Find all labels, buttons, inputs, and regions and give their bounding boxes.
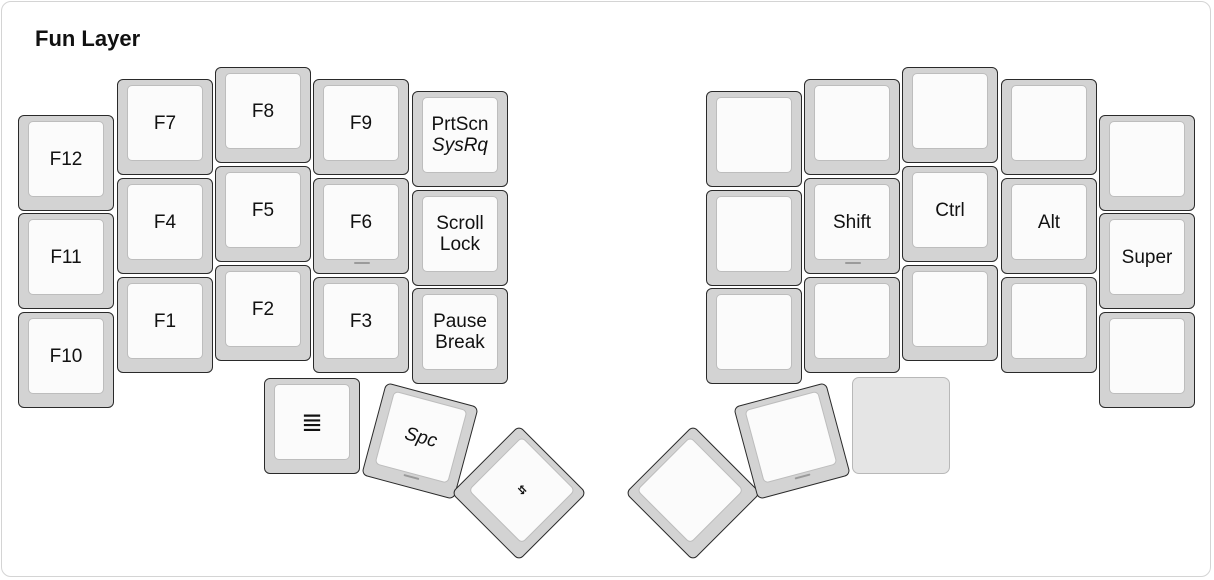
key-label-line1: Scroll bbox=[436, 213, 484, 234]
key-super[interactable]: Super bbox=[1099, 213, 1195, 309]
key-f9[interactable]: F9 bbox=[313, 79, 409, 175]
key-menu[interactable]: ≣ bbox=[264, 378, 360, 474]
key-f2[interactable]: F2 bbox=[215, 265, 311, 361]
key-right-thumb-transparent[interactable] bbox=[852, 377, 950, 474]
key-scroll-lock[interactable]: Scroll Lock bbox=[412, 190, 508, 286]
key-alt[interactable]: Alt bbox=[1001, 178, 1097, 274]
tab-icon: ⇆ bbox=[514, 482, 530, 498]
key-label: F3 bbox=[349, 310, 373, 332]
key-f3[interactable]: F3 bbox=[313, 277, 409, 373]
key-label-hold: SysRq bbox=[432, 135, 488, 156]
key-ctrl[interactable]: Ctrl bbox=[902, 166, 998, 262]
key-label: F1 bbox=[153, 310, 177, 332]
key-label: F6 bbox=[349, 211, 373, 233]
key-right-pinky-bottom[interactable] bbox=[1099, 312, 1195, 408]
key-right-inner-bottom[interactable] bbox=[706, 288, 802, 384]
key-label: F12 bbox=[49, 148, 83, 170]
key-pause-break[interactable]: Pause Break bbox=[412, 288, 508, 384]
key-f7[interactable]: F7 bbox=[117, 79, 213, 175]
key-f11[interactable]: F11 bbox=[18, 213, 114, 309]
key-label: F8 bbox=[251, 100, 275, 122]
key-label: Shift bbox=[832, 211, 872, 233]
key-label: F2 bbox=[251, 298, 275, 320]
home-row-marker bbox=[354, 262, 370, 264]
key-label: F5 bbox=[251, 199, 275, 221]
key-right-middle-top[interactable] bbox=[902, 67, 998, 163]
key-label: Super bbox=[1121, 246, 1173, 268]
key-f5[interactable]: F5 bbox=[215, 166, 311, 262]
key-right-index-top[interactable] bbox=[804, 79, 900, 175]
home-row-marker bbox=[845, 262, 861, 264]
key-label: F7 bbox=[153, 112, 177, 134]
key-prtscn[interactable]: PrtScn SysRq bbox=[412, 91, 508, 187]
key-label: Spc bbox=[402, 422, 440, 452]
key-label: F11 bbox=[50, 246, 82, 268]
key-f6[interactable]: F6 bbox=[313, 178, 409, 274]
key-label: Ctrl bbox=[935, 199, 965, 221]
key-label-line2: Lock bbox=[439, 234, 481, 255]
key-label: F4 bbox=[153, 211, 177, 233]
key-f4[interactable]: F4 bbox=[117, 178, 213, 274]
key-f8[interactable]: F8 bbox=[215, 67, 311, 163]
key-label-line2: Break bbox=[435, 332, 485, 353]
key-label: F10 bbox=[49, 345, 83, 367]
menu-icon: ≣ bbox=[301, 406, 323, 437]
key-right-ring-bottom[interactable] bbox=[1001, 277, 1097, 373]
key-f12[interactable]: F12 bbox=[18, 115, 114, 211]
key-right-pinky-top[interactable] bbox=[1099, 115, 1195, 211]
key-right-ring-top[interactable] bbox=[1001, 79, 1097, 175]
key-label-tap: PrtScn bbox=[431, 114, 489, 135]
key-right-inner-top[interactable] bbox=[706, 91, 802, 187]
layer-title: Fun Layer bbox=[35, 26, 141, 51]
key-label-line1: Pause bbox=[433, 311, 487, 332]
key-f10[interactable]: F10 bbox=[18, 312, 114, 408]
key-f1[interactable]: F1 bbox=[117, 277, 213, 373]
key-shift[interactable]: Shift bbox=[804, 178, 900, 274]
key-right-middle-bottom[interactable] bbox=[902, 265, 998, 361]
key-label: F9 bbox=[349, 112, 373, 134]
key-label: Alt bbox=[1037, 211, 1061, 233]
key-right-index-bottom[interactable] bbox=[804, 277, 900, 373]
key-right-inner-middle[interactable] bbox=[706, 190, 802, 286]
